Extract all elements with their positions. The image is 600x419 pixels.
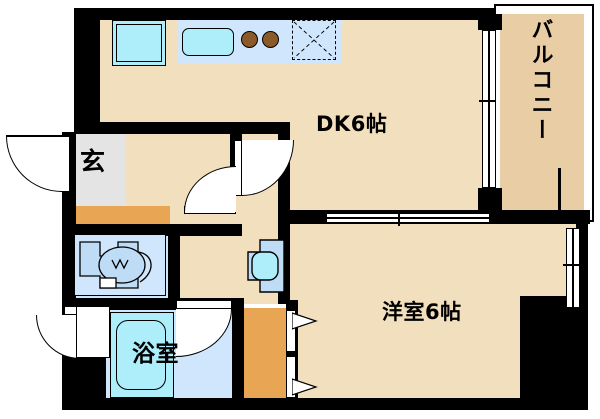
toilet: [246, 238, 286, 294]
balcony-floor: [500, 10, 588, 216]
balcony-rail-line: [558, 168, 561, 212]
refrigerator-space-icon: [292, 20, 336, 60]
stove-burner-right: [262, 31, 279, 48]
genkan-step: [74, 206, 170, 226]
stove-burner-left: [241, 31, 258, 48]
closet-door-lower[interactable]: [286, 356, 296, 398]
bathtub-inner: [116, 320, 166, 390]
balcony-gap-top: [496, 6, 592, 14]
bedroom-floor-notch: [288, 222, 520, 400]
wall-top: [74, 8, 502, 20]
wall-bedroom-notch-v: [520, 296, 588, 410]
bedroom-window-track: [572, 228, 574, 308]
sliding-door-mullion: [398, 210, 400, 226]
washroom-lower-door-swing: [36, 315, 80, 359]
wall-corridor-bottom: [232, 398, 298, 410]
wall-bedroom-bottom: [286, 398, 522, 410]
kitchen-sink-basin: [182, 28, 234, 56]
kitchen-sink-square-inner: [116, 24, 162, 62]
genkan-tile: [74, 134, 126, 212]
wall-genkan-top: [74, 122, 242, 134]
closet-arrow-lower-icon: [292, 378, 318, 396]
wall-left-upper: [74, 8, 100, 134]
wall-balcony-bottom: [478, 210, 590, 224]
label-bathroom: 浴室: [132, 341, 179, 367]
label-balcony: バルコニー: [527, 18, 553, 143]
bedroom-window-mullion: [563, 264, 579, 266]
balcony-window-mullion: [479, 100, 495, 102]
label-bedroom: 洋室6帖: [382, 300, 462, 324]
closet-arrow-upper-icon: [292, 312, 318, 330]
wall-dk-bottom: [230, 122, 290, 134]
closet-door-upper[interactable]: [286, 310, 296, 352]
entrance-door-swing: [6, 136, 62, 192]
sliding-door-track-line: [326, 217, 490, 219]
vanity-washbasin-bowl: [78, 238, 162, 292]
wall-washroom-right: [168, 230, 180, 304]
wall-genkan-step-bottom: [62, 224, 242, 236]
bedroom-closet: [244, 308, 286, 400]
bathroom-door-leaf[interactable]: [176, 300, 232, 309]
wall-bath-right: [232, 298, 244, 410]
entrance-door-hinge-line: [6, 135, 64, 137]
label-dk: DK6帖: [316, 112, 388, 136]
label-genkan: 玄: [80, 147, 106, 176]
balcony-window-track: [488, 30, 490, 188]
washroom-lower-door-panel[interactable]: [76, 306, 110, 358]
balcony-gap-right: [584, 6, 592, 218]
